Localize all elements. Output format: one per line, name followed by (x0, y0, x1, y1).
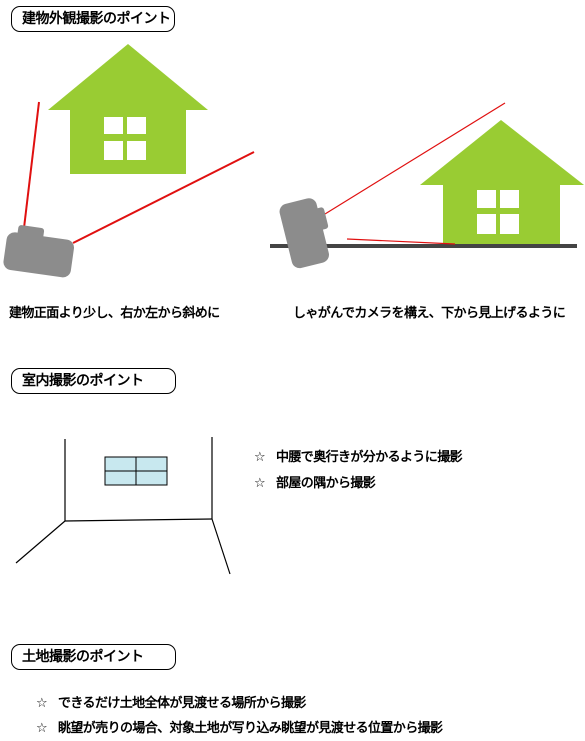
section-title-land: 土地撮影のポイント (11, 644, 176, 670)
star-icon: ☆ (36, 696, 48, 711)
tip-text: できるだけ土地全体が見渡せる場所から撮影 (58, 696, 306, 711)
camera-icon (279, 198, 329, 269)
house-window (104, 117, 146, 160)
star-icon: ☆ (36, 721, 48, 736)
tip-text: 部屋の隅から撮影 (276, 476, 376, 491)
tip-text: 眺望が売りの場合、対象土地が写り込み眺望が見渡せる位置から撮影 (58, 721, 443, 736)
section-title-text: 建物外観撮影のポイント (22, 11, 171, 27)
land-tip: ☆ 眺望が売りの場合、対象土地が写り込み眺望が見渡せる位置から撮影 (36, 717, 443, 736)
interior-tip: ☆ 部屋の隅から撮影 (254, 472, 376, 491)
section-title-text: 土地撮影のポイント (22, 649, 144, 665)
interior-tip: ☆ 中腰で奥行きが分かるように撮影 (254, 446, 463, 465)
house-front-view (48, 44, 208, 174)
section-title-exterior: 建物外観撮影のポイント (11, 6, 175, 32)
sight-lines-left (23, 101, 255, 244)
star-icon: ☆ (254, 476, 266, 491)
section-title-text: 室内撮影のポイント (22, 373, 144, 389)
camera-icon (3, 225, 75, 278)
room-window (104, 456, 168, 486)
land-tip: ☆ できるだけ土地全体が見渡せる場所から撮影 (36, 692, 306, 711)
tip-text: 中腰で奥行きが分かるように撮影 (276, 450, 463, 465)
room-perspective (15, 437, 231, 575)
house-low-angle (420, 120, 584, 246)
sight-lines-right (324, 102, 506, 245)
caption-exterior-low: しゃがんでカメラを構え、下から見上げるように (293, 306, 566, 321)
caption-exterior-angle: 建物正面より少し、右か左から斜めに (9, 306, 220, 321)
house-window (477, 190, 519, 234)
section-title-interior: 室内撮影のポイント (11, 368, 176, 394)
star-icon: ☆ (254, 450, 266, 465)
